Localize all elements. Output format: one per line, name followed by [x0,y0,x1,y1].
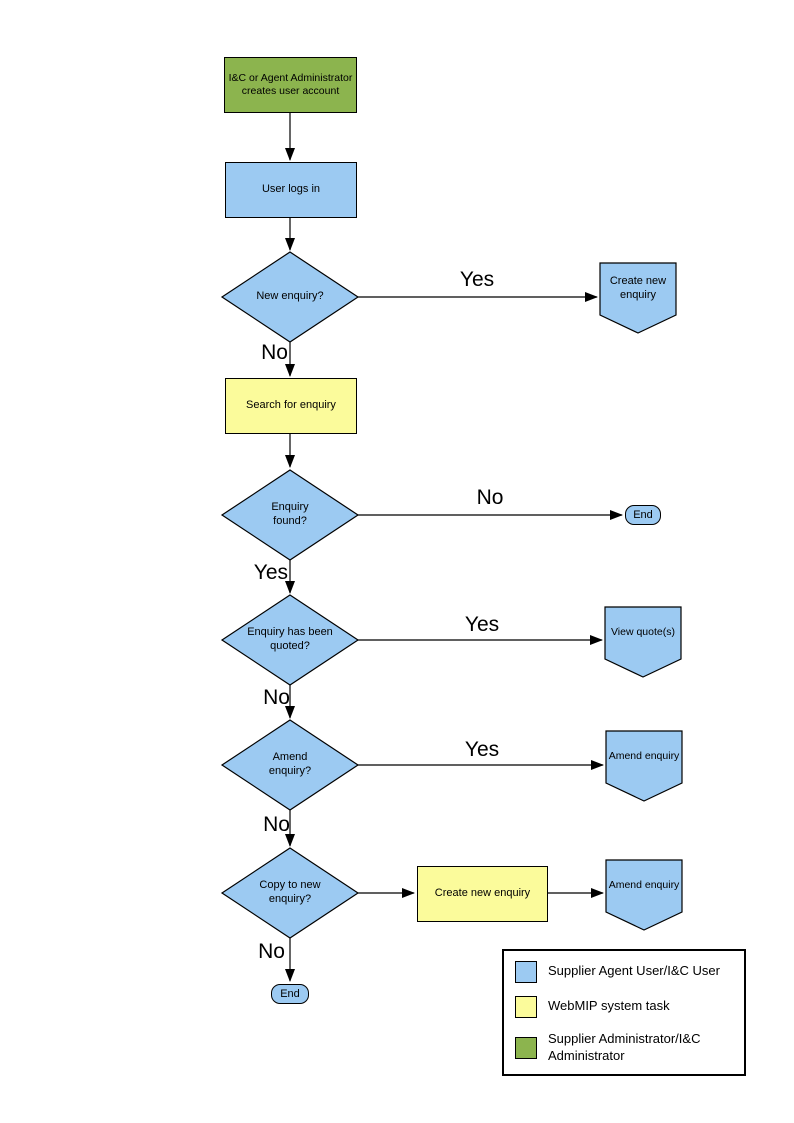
legend-label: WebMIP system task [548,998,670,1014]
end-terminator-bottom-label: End [280,988,300,1000]
process-create-account-label: I&C or Agent Administrator creates user … [228,71,353,97]
process-search-for-enquiry-label: Search for enquiry [246,399,336,412]
ref-create-new-enquiry-shape [599,262,677,334]
ref-amend-enquiry-shape [605,730,683,802]
decision-new-enquiry-shape [220,251,360,343]
edge-label-found-no: No [476,486,504,509]
process-create-new-enquiry: Create new enquiry [417,866,548,922]
end-terminator-top: End [625,505,661,525]
decision-amend-enquiry-shape [220,719,360,811]
legend-label: Supplier Agent User/I&C User [548,963,720,979]
edge-label-copy-no: No [258,940,285,963]
process-create-new-enquiry-label: Create new enquiry [434,887,531,900]
ref-amend-enquiry-2-shape [605,859,683,931]
decision-enquiry-quoted-shape [220,594,360,686]
legend-item-supplier-agent-user: Supplier Agent User/I&C User [515,960,744,983]
legend-item-webmip-system-task: WebMIP system task [515,995,744,1018]
decision-copy-to-new-shape [220,847,360,939]
edge-label-new-enquiry-yes: Yes [459,268,495,291]
process-search-for-enquiry: Search for enquiry [225,378,357,434]
process-user-logs-in-label: User logs in [261,183,321,196]
legend: Supplier Agent User/I&C User WebMIP syst… [502,949,746,1076]
edge-label-quoted-yes: Yes [464,613,500,636]
legend-swatch-blue [515,960,537,983]
legend-item-supplier-administrator: Supplier Administrator/I&C Administrator [515,1031,744,1065]
end-terminator-top-label: End [633,509,653,521]
edge-label-found-yes: Yes [253,561,288,584]
legend-swatch-yellow [515,995,537,1018]
process-user-logs-in: User logs in [225,162,357,218]
ref-view-quotes-shape [604,606,682,678]
edge-label-quoted-no: No [263,686,290,709]
edge-label-amend-yes: Yes [464,738,500,761]
edge-label-new-enquiry-no: No [261,341,288,364]
process-create-account: I&C or Agent Administrator creates user … [224,57,357,113]
edge-label-amend-no: No [263,813,290,836]
decision-enquiry-found-shape [220,469,360,561]
legend-swatch-green [515,1036,537,1059]
legend-label: Supplier Administrator/I&C Administrator [548,1030,701,1063]
end-terminator-bottom: End [271,984,309,1004]
